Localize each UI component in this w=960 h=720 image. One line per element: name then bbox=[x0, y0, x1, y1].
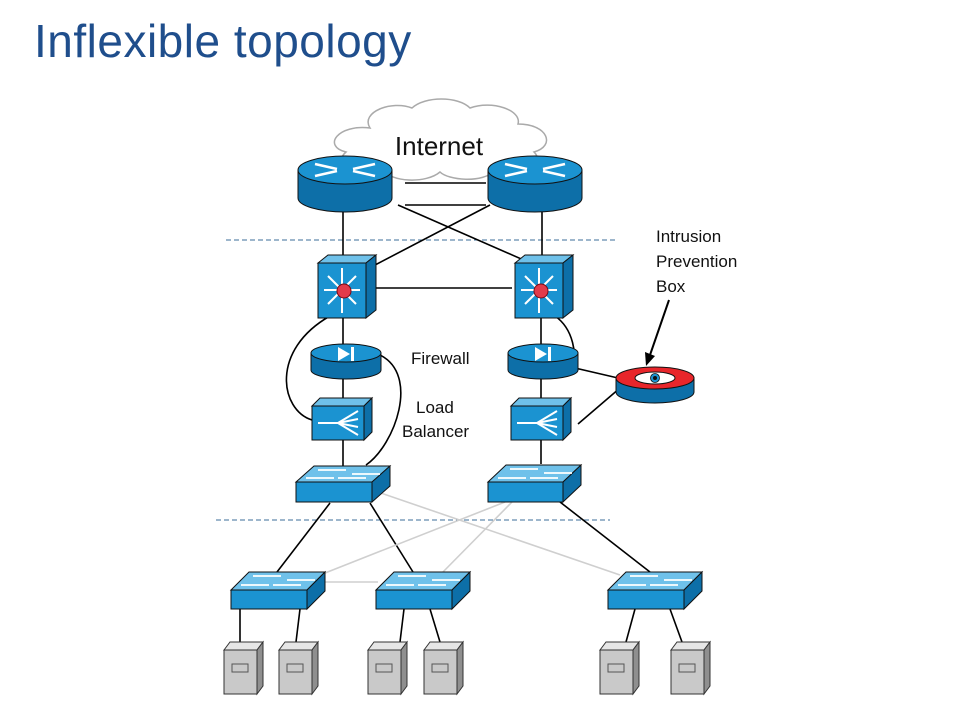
load-balancer-right bbox=[509, 396, 573, 442]
ips-pointer-arrow bbox=[645, 299, 670, 366]
router-left bbox=[297, 155, 393, 213]
internet-label: Internet bbox=[395, 131, 484, 161]
ips-label-line3: Box bbox=[656, 277, 686, 296]
multilayer-switch-right bbox=[513, 253, 575, 320]
server-4 bbox=[423, 640, 464, 696]
ips-label-line1: Intrusion bbox=[656, 227, 721, 246]
server-1 bbox=[223, 640, 264, 696]
slide-title: Inflexible topology bbox=[34, 15, 412, 67]
load-balancer-label-line1: Load bbox=[416, 398, 454, 417]
server-6 bbox=[670, 640, 711, 696]
access-switch-2 bbox=[374, 570, 472, 611]
load-balancer-label-line2: Balancer bbox=[402, 422, 469, 441]
router-right bbox=[487, 155, 583, 213]
connections bbox=[239, 182, 683, 643]
access-switch-1 bbox=[229, 570, 327, 611]
firewall-label: Firewall bbox=[411, 349, 470, 368]
server-3 bbox=[367, 640, 408, 696]
load-balancer-left bbox=[310, 396, 374, 442]
access-switch-3 bbox=[606, 570, 704, 611]
multilayer-switch-left bbox=[316, 253, 378, 320]
server-2 bbox=[278, 640, 319, 696]
ips-label-line2: Prevention bbox=[656, 252, 737, 271]
secondary-connections bbox=[319, 489, 621, 583]
firewall-right bbox=[507, 343, 579, 380]
distribution-switch-left bbox=[294, 464, 392, 504]
intrusion-prevention-box bbox=[615, 366, 695, 404]
firewall-left bbox=[310, 343, 382, 380]
server-5 bbox=[599, 640, 640, 696]
distribution-switch-right bbox=[486, 463, 583, 504]
